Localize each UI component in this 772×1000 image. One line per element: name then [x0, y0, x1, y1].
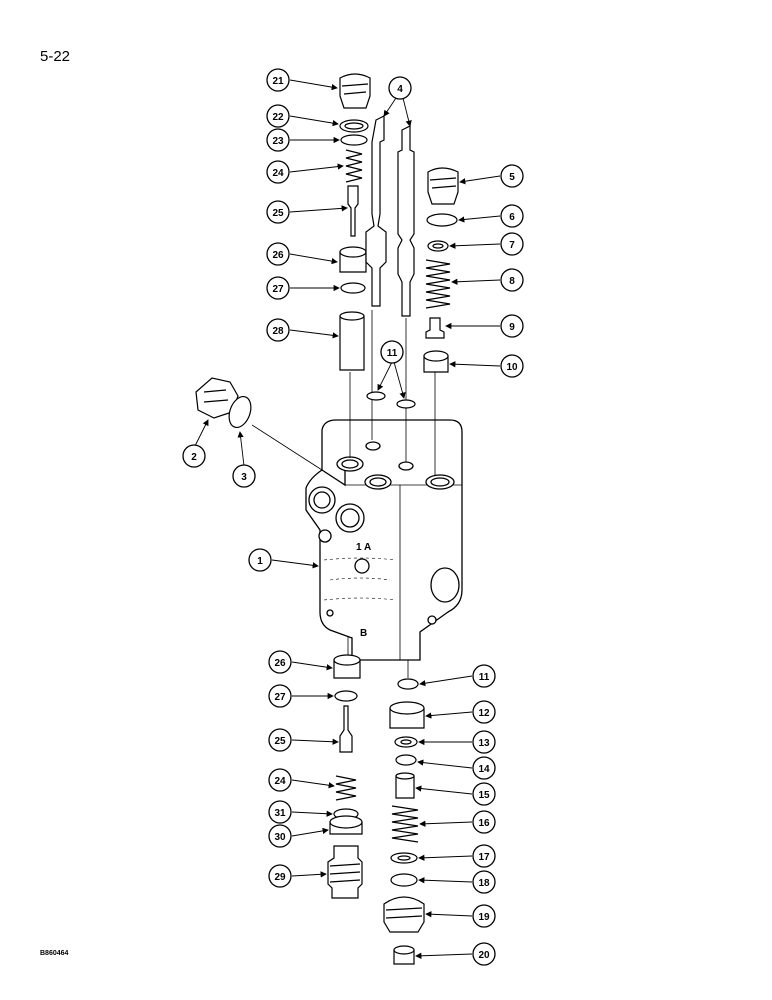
callout-25-upper: 25 [266, 200, 290, 224]
port-label-1a: 1 A [356, 542, 371, 553]
callout-23: 23 [266, 128, 290, 152]
callout-24-lower: 24 [268, 768, 292, 792]
svg-text:25: 25 [272, 208, 284, 219]
svg-text:29: 29 [274, 872, 286, 883]
svg-text:10: 10 [506, 362, 518, 373]
svg-text:22: 22 [272, 112, 284, 123]
svg-text:9: 9 [509, 322, 515, 333]
callout-11-lower: 11 [472, 664, 496, 688]
svg-text:26: 26 [274, 658, 286, 669]
upper-components [195, 73, 459, 429]
page-number: 5-22 [40, 48, 71, 65]
svg-text:2: 2 [191, 452, 197, 463]
callout-26-lower: 26 [268, 650, 292, 674]
callout-6: 6 [500, 204, 524, 228]
callout-27-lower: 27 [268, 684, 292, 708]
svg-text:31: 31 [274, 808, 286, 819]
callout-12: 12 [472, 700, 496, 724]
callout-29: 29 [268, 864, 292, 888]
callout-2: 2 [182, 444, 206, 468]
callout-27-upper: 27 [266, 276, 290, 300]
callout-20: 20 [472, 942, 496, 966]
callout-10: 10 [500, 354, 524, 378]
callout-5: 5 [500, 164, 524, 188]
callout-13: 13 [472, 730, 496, 754]
callout-14: 14 [472, 756, 496, 780]
lower-components [327, 654, 425, 965]
callout-25-lower: 25 [268, 728, 292, 752]
callout-30: 30 [268, 824, 292, 848]
callout-31: 31 [268, 800, 292, 824]
callout-7: 7 [500, 232, 524, 256]
svg-text:28: 28 [272, 326, 284, 337]
leader-lines [193, 79, 501, 959]
callouts: 21 22 23 24 25 26 27 28 4 5 6 7 8 9 10 1… [182, 68, 524, 966]
svg-text:17: 17 [478, 852, 490, 863]
svg-text:30: 30 [274, 832, 286, 843]
port-label-b: B [360, 628, 367, 639]
callout-26-upper: 26 [266, 242, 290, 266]
svg-text:4: 4 [397, 84, 403, 95]
callout-9: 9 [500, 314, 524, 338]
svg-text:11: 11 [387, 348, 398, 359]
svg-text:27: 27 [272, 284, 284, 295]
svg-text:21: 21 [272, 76, 284, 87]
callout-24-upper: 24 [266, 160, 290, 184]
callout-28: 28 [266, 318, 290, 342]
svg-text:11: 11 [479, 672, 490, 683]
svg-text:5: 5 [509, 172, 515, 183]
svg-text:12: 12 [478, 708, 490, 719]
svg-text:14: 14 [478, 764, 490, 775]
svg-text:25: 25 [274, 736, 286, 747]
svg-text:13: 13 [478, 738, 490, 749]
callout-1: 1 [248, 548, 272, 572]
svg-text:24: 24 [274, 776, 286, 787]
callout-3: 3 [232, 464, 256, 488]
callout-18: 18 [472, 870, 496, 894]
svg-text:26: 26 [272, 250, 284, 261]
svg-text:18: 18 [478, 878, 490, 889]
svg-text:27: 27 [274, 692, 286, 703]
svg-text:24: 24 [272, 168, 284, 179]
valve-housing [305, 419, 463, 661]
callout-15: 15 [472, 782, 496, 806]
svg-text:6: 6 [509, 212, 515, 223]
callout-17: 17 [472, 844, 496, 868]
svg-text:23: 23 [272, 136, 284, 147]
figure-code: B860464 [40, 950, 69, 957]
svg-text:3: 3 [241, 472, 247, 483]
svg-text:20: 20 [478, 950, 490, 961]
callout-8: 8 [500, 268, 524, 292]
svg-text:19: 19 [478, 912, 490, 923]
callout-19: 19 [472, 904, 496, 928]
callout-22: 22 [266, 104, 290, 128]
svg-text:8: 8 [509, 276, 515, 287]
callout-16: 16 [472, 810, 496, 834]
svg-text:16: 16 [478, 818, 490, 829]
callout-11-upper: 11 [380, 340, 404, 364]
svg-text:15: 15 [478, 790, 490, 801]
callout-4: 4 [388, 76, 412, 100]
svg-text:7: 7 [509, 240, 515, 251]
svg-text:1: 1 [257, 556, 263, 567]
callout-21: 21 [266, 68, 290, 92]
